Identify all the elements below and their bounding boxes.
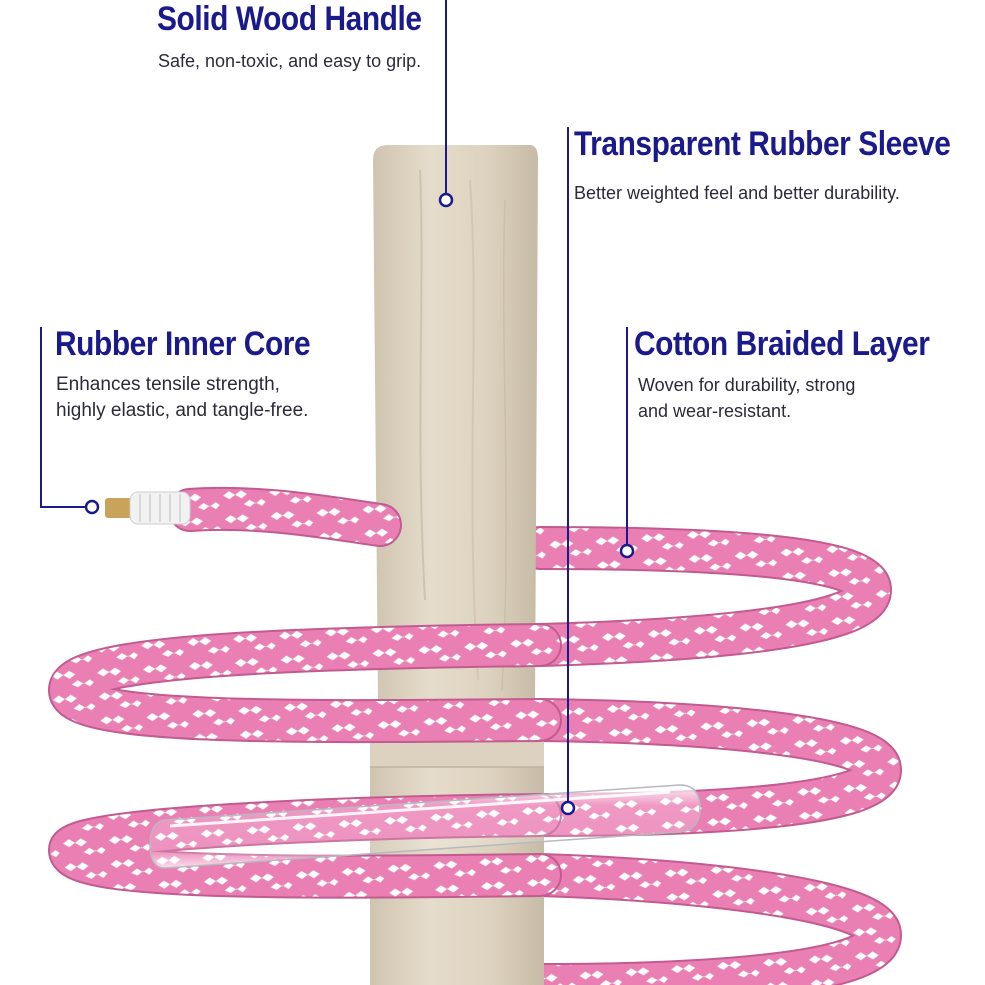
core-title: Rubber Inner Core xyxy=(55,325,311,363)
braid-leader-line xyxy=(626,327,628,545)
handle-leader-line xyxy=(445,0,447,193)
sleeve-pointer-dot xyxy=(560,800,576,816)
handle-title: Solid Wood Handle xyxy=(157,0,422,38)
handle-description: Safe, non-toxic, and easy to grip. xyxy=(158,51,422,71)
braid-title: Cotton Braided Layer xyxy=(634,325,930,363)
sleeve-title: Transparent Rubber Sleeve xyxy=(574,125,951,163)
sleeve-description: Better weighted feel and better durabili… xyxy=(574,183,900,203)
braid-description-line-1: Woven for durability, strong xyxy=(638,375,856,395)
rope-inner-core xyxy=(105,491,191,525)
core-description-line-1: Enhances tensile strength, xyxy=(56,374,280,395)
core-description-line-2: highly elastic, and tangle-free. xyxy=(56,400,309,421)
rope-coil-back xyxy=(518,526,903,985)
braid-description-line-2: and wear-resistant. xyxy=(638,401,792,421)
braid-pointer-dot xyxy=(619,543,635,559)
core-leader-line-horizontal xyxy=(40,506,86,508)
sleeve-leader-line xyxy=(567,127,569,801)
handle-pointer-dot xyxy=(438,192,454,208)
core-pointer-dot xyxy=(84,499,100,515)
core-leader-line xyxy=(40,327,42,507)
